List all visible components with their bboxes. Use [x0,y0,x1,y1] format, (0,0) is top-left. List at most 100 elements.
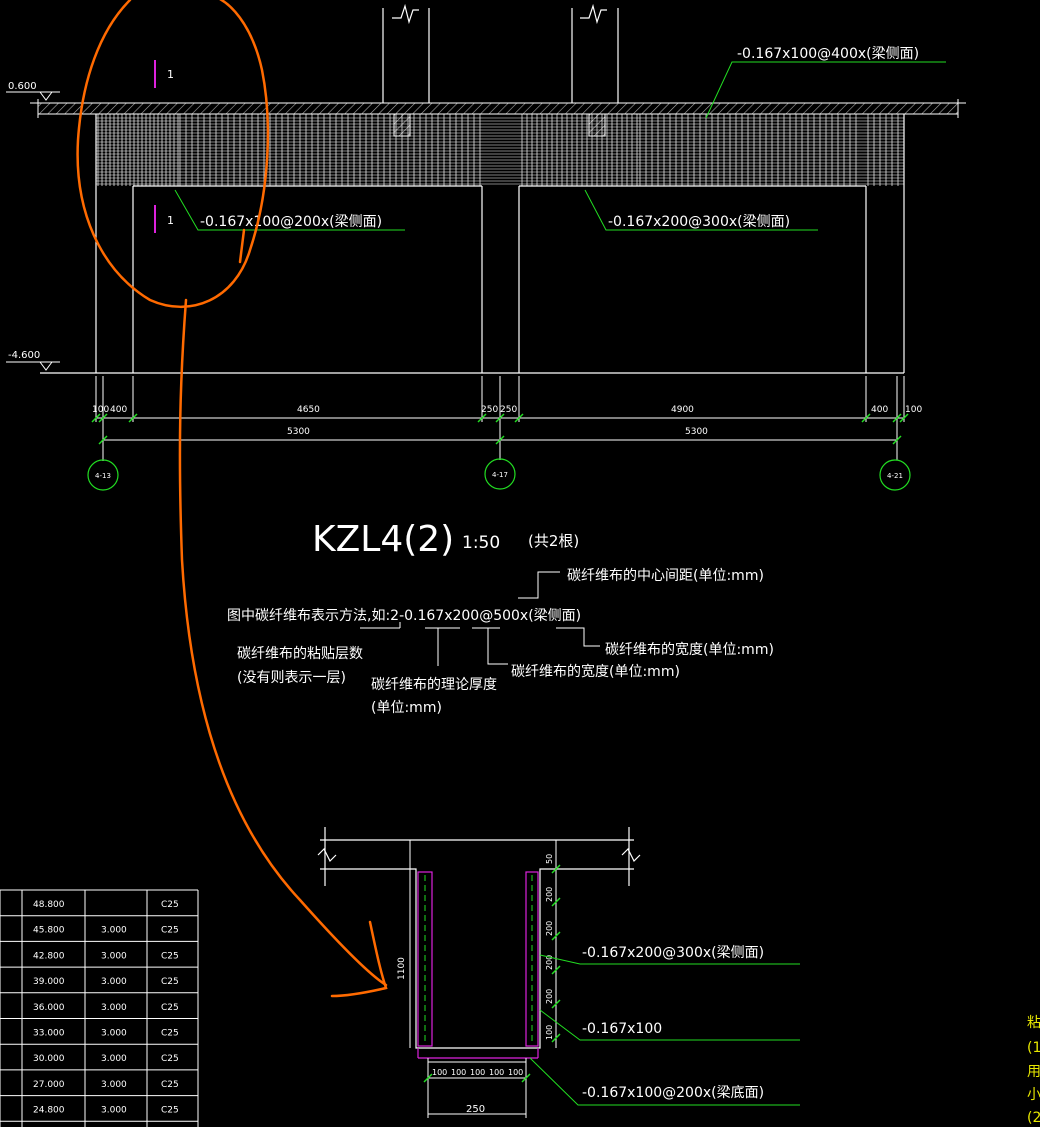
elevation-mark-bottom: -4.600 [6,350,60,371]
section-side-4: 200 [545,989,554,1004]
table-row: 27.000 3.000 C25 [33,1080,179,1090]
section-bottom-spacing: 100 100 100 100 100 [432,1068,523,1077]
section-mark-upper: 1 [167,68,174,81]
section-callout-bottom: -0.167x100@200x(梁底面) [582,1085,764,1101]
hand-annotation [76,0,388,998]
table-cell-elevation: 27.000 [33,1080,65,1090]
table-row: 36.000 3.000 C25 [33,1003,179,1013]
axis-bubble-1: 4-13 [87,459,119,491]
table-cell-elevation: 36.000 [33,1003,65,1013]
table-cell-grade: C25 [161,900,179,910]
notation-legend: 图中碳纤维布表示方法,如:2-0.167x200@500x(梁侧面) 碳纤维布的… [227,568,774,716]
legend-width-top: 碳纤维布的宽度(单位:mm) [605,641,774,658]
annotation-ellipse [76,0,270,309]
axis-label-2: 4-17 [492,471,508,479]
section-bottom-2: 100 [451,1068,466,1077]
side-note-2: (1 [1027,1040,1040,1056]
axis-label-3: 4-21 [887,472,903,480]
section-side-2: 200 [545,921,554,936]
section-leaders [529,954,800,1106]
annotation-arrow-shaft [178,298,388,987]
section-width: 250 [466,1104,485,1115]
section-bottom-3: 100 [470,1068,485,1077]
section-bottom-4: 100 [489,1068,504,1077]
beam-title: KZL4(2) 1:50 (共2根) [312,519,579,560]
legend-center-spacing: 碳纤维布的中心间距(单位:mm) [567,568,764,584]
section-bottom-5: 100 [508,1068,523,1077]
table-cell-height: 3.000 [101,1029,127,1039]
table-cell-grade: C25 [161,951,179,961]
section-side-1: 200 [545,887,554,902]
dim-seg-6: 4900 [671,405,694,415]
table-row: 24.800 3.000 C25 [33,1106,179,1116]
table-cell-elevation: 24.800 [33,1106,65,1116]
legend-layers-2: (没有则表示一层) [237,670,346,686]
cfrp-strips [96,114,904,186]
beam-name: KZL4(2) [312,519,454,560]
section-callout-side: -0.167x200@300x(梁侧面) [582,945,764,961]
axis-bubble-3: 4-21 [879,459,911,491]
dimension-ticks [91,413,909,445]
section-bottom-1: 100 [432,1068,447,1077]
table-cell-height: 3.000 [101,1106,127,1116]
table-cell-grade: C25 [161,1029,179,1039]
side-note-5: (2 [1027,1110,1040,1126]
callout-top: -0.167x100@400x(梁侧面) [737,46,919,62]
floor-slab [30,99,966,118]
dim-seg-3: 4650 [297,405,320,415]
table-cell-height: 3.000 [101,1080,127,1090]
legend-layers-1: 碳纤维布的粘贴层数 [237,646,363,662]
dim-seg-7: 400 [871,405,888,415]
table-cell-grade: C25 [161,1106,179,1116]
dimension-labels: 100 400 4650 250 250 4900 400 100 5300 5… [92,405,922,437]
elevation-bottom-label: -4.600 [8,350,40,361]
beam-count: (共2根) [528,532,579,550]
dim-seg-1: 100 [92,405,109,415]
table-cell-grade: C25 [161,1080,179,1090]
dim-seg-2: 400 [110,405,127,415]
section-ticks [423,864,561,1083]
legend-leaders [360,571,600,666]
dim-span-1: 5300 [287,427,310,437]
table-cell-height: 3.000 [101,1003,127,1013]
cfrp-wrap [417,871,539,1059]
upper-columns [382,3,619,103]
section-detail: 1100 50 200 200 200 200 100 100 100 100 … [317,827,800,1118]
section-depth: 1100 [397,957,407,980]
section-side-3: 200 [545,955,554,970]
table-cell-elevation: 45.800 [33,926,65,936]
table-cell-grade: C25 [161,1003,179,1013]
beam-elevation-view: 0.600 -4.600 1 1 -0.167x100@400x(梁侧面) -0… [6,3,966,491]
annotation-arrowhead [330,920,388,998]
annotation-tail [238,228,246,264]
table-row: 33.000 3.000 C25 [33,1029,179,1039]
dim-span-2: 5300 [685,427,708,437]
table-cell-elevation: 33.000 [33,1029,65,1039]
elevation-top-label: 0.600 [8,81,37,92]
section-top-offset: 50 [545,854,554,864]
section-outline [317,827,641,1049]
side-note-4: 小 [1027,1087,1040,1103]
section-mark-lower: 1 [167,214,174,227]
table-cell-height: 3.000 [101,951,127,961]
beam-scale: 1:50 [462,533,500,553]
beam-outline [40,114,905,374]
table-row: 42.800 3.000 C25 [33,951,179,961]
callout-right: -0.167x200@300x(梁侧面) [608,214,790,230]
table-cell-grade: C25 [161,926,179,936]
table-cell-height: 3.000 [101,1054,127,1064]
side-note-3: 用 [1027,1064,1040,1080]
side-note-1: 粘 [1027,1015,1040,1031]
table-cell-elevation: 42.800 [33,951,65,961]
section-bottom-offset: 100 [545,1025,554,1040]
side-note: 粘 (1 用 小 (2 [1027,1015,1040,1126]
legend-intro: 图中碳纤维布表示方法,如:2-0.167x200@500x(梁侧面) [227,608,581,624]
table-cell-elevation: 39.000 [33,977,65,987]
cfrp-dashes [424,875,533,1044]
dim-seg-8: 100 [905,405,922,415]
